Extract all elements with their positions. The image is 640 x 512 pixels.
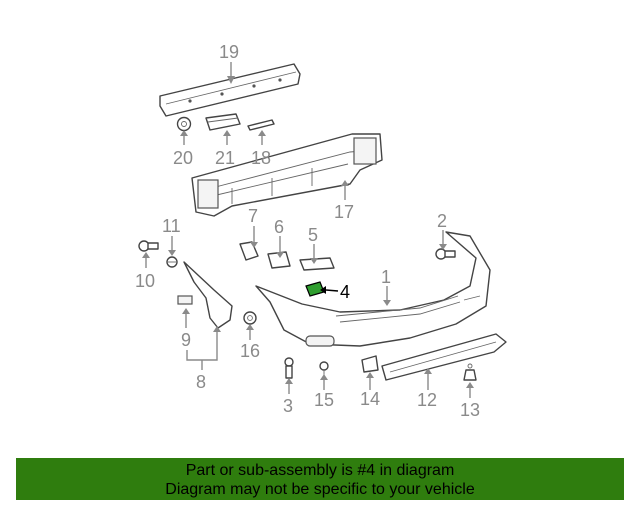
callout-14: 14 [360,389,380,409]
part-3-screw [284,357,294,379]
callout-8: 8 [196,372,206,392]
callout-7: 7 [248,206,258,226]
part-17-absorber [191,133,383,217]
callout-2: 2 [437,211,447,231]
callout-6: 6 [274,217,284,237]
part-10-bolt [138,240,159,252]
banner-line-disclaimer: Diagram may not be specific to your vehi… [165,481,475,498]
part-4-retainer [305,281,325,297]
info-banner: Part or sub-assembly is #4 in diagram Di… [16,458,624,500]
callout-18: 18 [251,148,271,168]
part-15-clip [319,361,329,376]
callout-9: 9 [181,330,191,350]
part-12-step-pad [381,333,507,381]
part-5-bracket [299,257,335,271]
part-16-grommet [243,311,257,325]
callout-12: 12 [417,390,437,410]
part-14-bracket [361,355,379,373]
part-2-bolt [435,248,456,260]
callout-1: 1 [381,267,391,287]
callout-17: 17 [334,202,354,222]
callout-11: 11 [162,216,181,236]
callout-20: 20 [173,148,193,168]
banner-line-part: Part or sub-assembly is #4 in diagram [185,462,455,479]
callout-16: 16 [240,341,260,361]
part-11-clip [166,256,178,268]
part-13-clip [463,363,477,381]
part-21-spacer [205,113,241,131]
callout-13: 13 [460,400,480,420]
callout-4: 4 [340,282,350,302]
part-18-rod [247,119,275,131]
callout-labels: 19 20 21 18 17 11 10 7 6 5 2 4 1 9 8 16 … [135,42,480,420]
callout-3: 3 [283,396,293,416]
callout-19: 19 [219,42,239,62]
part-1-bumper-cover [255,231,491,347]
callout-21: 21 [215,148,235,168]
callout-5: 5 [308,225,318,245]
part-19-reinforcement [159,63,301,117]
part-20-nut [176,116,192,132]
callout-10: 10 [135,271,155,291]
callout-15: 15 [314,390,334,410]
